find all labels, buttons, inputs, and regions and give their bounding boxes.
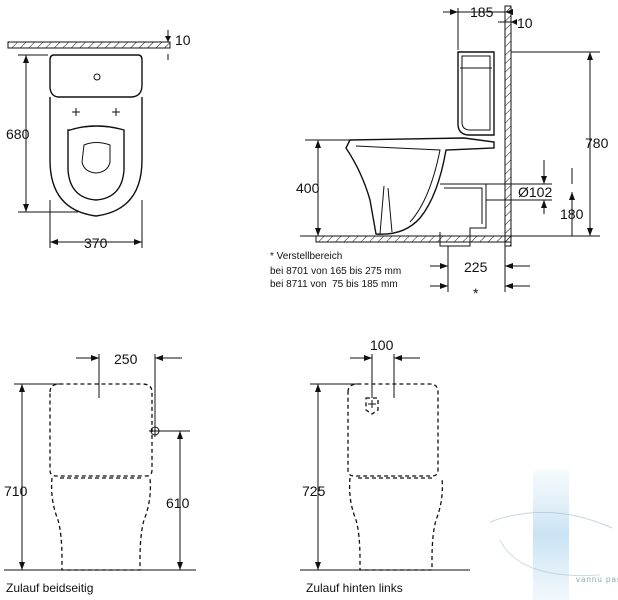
dim-outlet-distance: 225 — [464, 259, 488, 275]
dim-total-height: 780 — [585, 135, 609, 151]
bowl-front-left — [50, 477, 152, 571]
seat-outline — [67, 125, 125, 201]
dim-top-wall-gap: 10 — [175, 32, 191, 48]
bowl-front-right — [348, 477, 444, 571]
dim-outlet-diameter: Ø102 — [518, 184, 552, 200]
hinge-left-icon — [72, 108, 80, 116]
wall-hatch-top — [7, 41, 171, 49]
adjust-marker: * — [473, 285, 479, 301]
caption-left: Zulauf beidseitig — [6, 581, 93, 595]
dim-left-total-height: 710 — [4, 483, 28, 499]
side-view: 185 10 780 400 Ø102 180 — [270, 4, 609, 301]
bowl-opening — [81, 142, 111, 174]
dim-right-inlet-offset: 100 — [370, 337, 394, 353]
cistern-side — [457, 51, 495, 136]
note-line-2: bei 8711 von 75 bis 185 mm — [270, 279, 398, 290]
dim-top-depth: 680 — [6, 126, 30, 142]
cistern-outline — [49, 54, 143, 98]
note-line-1: bei 8701 von 165 bis 275 mm — [270, 266, 401, 277]
top-view: 10 680 370 — [6, 30, 191, 251]
bowl-outline — [49, 97, 143, 217]
dim-side-wall-gap: 10 — [517, 15, 533, 31]
dim-seat-height: 400 — [296, 180, 320, 196]
inlet-box — [365, 397, 379, 415]
caption-right: Zulauf hinten links — [306, 581, 403, 595]
dim-outlet-height: 180 — [560, 206, 584, 222]
wall-hatch-side — [504, 5, 512, 247]
cistern-front-left — [49, 383, 153, 477]
hinge-right-icon — [112, 108, 120, 116]
floor-hatch — [315, 235, 512, 243]
dim-left-inlet-offset: 250 — [114, 351, 138, 367]
watermark-text: vannu pasauļe — [576, 575, 618, 584]
bowl-side — [345, 137, 495, 235]
dim-cistern-depth: 185 — [470, 4, 494, 20]
flush-button — [93, 73, 101, 81]
dim-left-inlet-height: 610 — [166, 495, 190, 511]
front-view-right: 100 725 Zulauf hinten links — [300, 337, 470, 595]
dim-right-total-height: 725 — [302, 483, 326, 499]
cistern-front-right — [347, 383, 439, 477]
dim-top-width: 370 — [84, 235, 108, 251]
front-view-left: 250 710 610 Zulauf beidseitig — [4, 351, 196, 595]
note-title: * Verstellbereich — [270, 251, 342, 262]
watermark-logo: vannu pasauļe — [489, 470, 618, 600]
